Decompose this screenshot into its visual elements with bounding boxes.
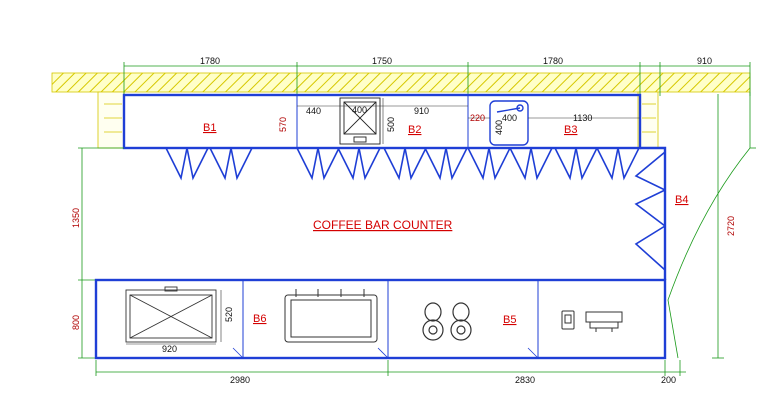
label-b5: B5: [503, 314, 516, 326]
left-dimension-lines: [78, 147, 124, 359]
front-counter: [94, 278, 667, 360]
dim-top-middle: 1750: [372, 56, 392, 66]
dim-fridge-width: 920: [162, 344, 177, 354]
cabinet-door: [509, 147, 553, 181]
dim-sink-width: 400: [352, 105, 367, 115]
dim-bottom-middle: 2830: [515, 375, 535, 385]
dim-top-far-right: 910: [697, 56, 712, 66]
sink-fixture: [339, 97, 381, 145]
small-appliances: [561, 310, 623, 332]
label-b6: B6: [253, 313, 266, 325]
dim-basin-span: 1130: [573, 113, 592, 123]
cabinet-door: [383, 147, 427, 181]
cabinet-door: [424, 147, 468, 181]
b4-doors: [634, 151, 666, 271]
fridge-fixture: [125, 286, 217, 343]
dim-basin-offset: 220: [470, 113, 485, 123]
grinders: [422, 302, 472, 341]
cabinet-doors: [165, 147, 640, 181]
cabinet-door: [467, 147, 511, 181]
fridge-dimension-lines: [126, 290, 222, 345]
dim-right-height: 2720: [726, 216, 736, 236]
dim-front-depth: 800: [71, 315, 81, 330]
label-b3: B3: [564, 124, 577, 136]
cabinet-door: [296, 147, 340, 181]
wall-hatch: [51, 72, 751, 149]
label-b4: B4: [675, 194, 688, 206]
back-counter: [122, 93, 642, 150]
cabinet-door: [165, 147, 209, 181]
diagram-title: COFFEE BAR COUNTER: [313, 218, 453, 232]
sink-dimension-lines: [297, 98, 468, 144]
dim-sink-offset: 440: [306, 106, 321, 116]
b4-counter: [640, 146, 667, 280]
dim-bottom-left: 2980: [230, 375, 250, 385]
dim-sink-depth: 500: [386, 117, 396, 132]
dim-depth-back: 570: [278, 117, 288, 132]
curved-wall: [667, 92, 756, 359]
cabinet-door: [209, 147, 253, 181]
front-counter-shelf-lines: [232, 347, 539, 359]
dim-basin-depth: 400: [494, 120, 504, 135]
dim-top-left: 1780: [200, 56, 220, 66]
top-dimension-line: [123, 62, 751, 96]
basin-fixture: [489, 100, 529, 146]
label-b1: B1: [203, 122, 216, 134]
cabinet-door: [337, 147, 381, 181]
cabinet-door: [554, 147, 598, 181]
dim-sink-span: 910: [414, 106, 429, 116]
label-b2: B2: [408, 124, 421, 136]
bottom-dimension-line: [95, 360, 686, 376]
dim-gap-height: 1350: [71, 208, 81, 228]
dim-basin-width: 400: [502, 113, 517, 123]
espresso-machine: [284, 289, 378, 343]
dim-bottom-right: 200: [661, 375, 676, 385]
cabinet-door: [596, 147, 640, 181]
dim-top-right: 1780: [543, 56, 563, 66]
dim-fridge-depth: 520: [224, 307, 234, 322]
